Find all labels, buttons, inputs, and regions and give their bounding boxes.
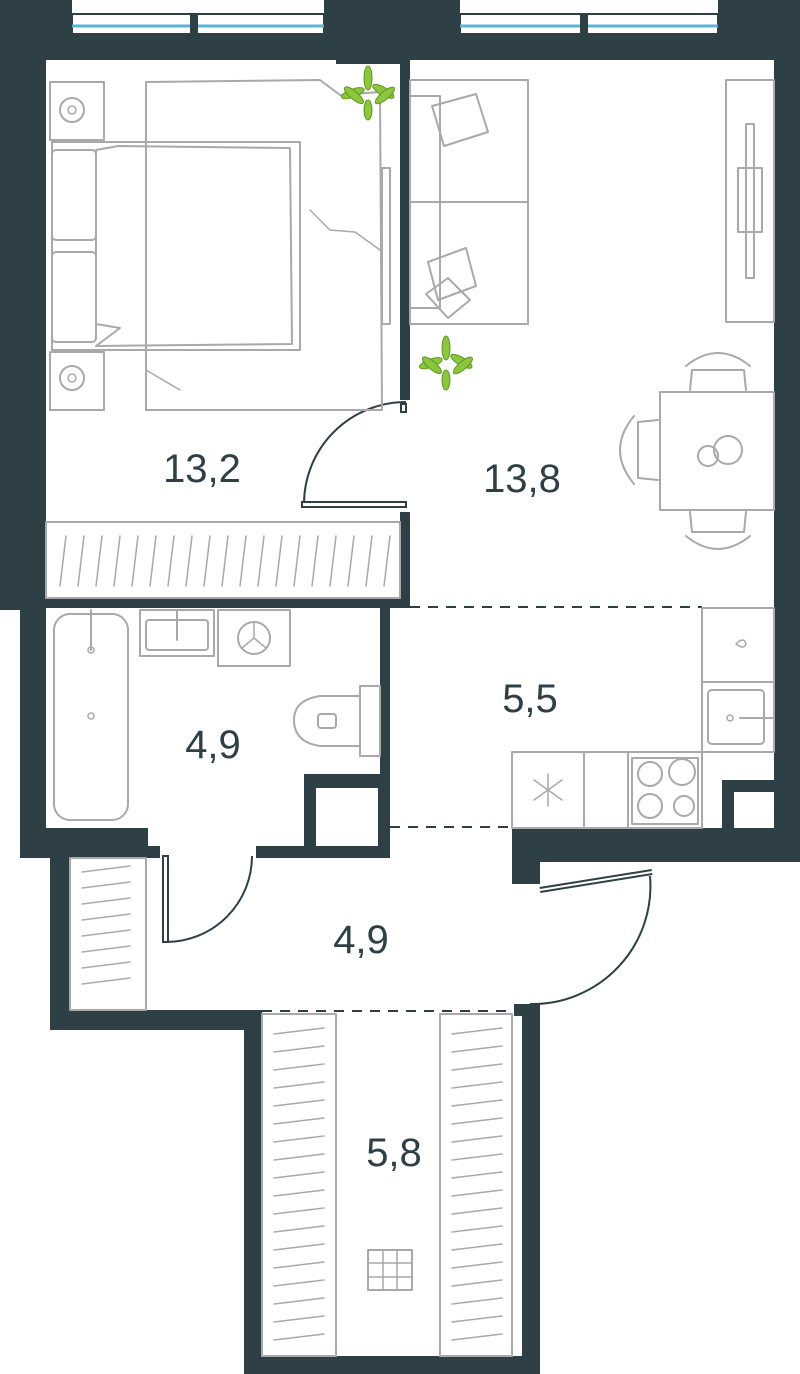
bathroom-door (162, 855, 253, 943)
living-furniture (409, 79, 775, 550)
bedroom-window (71, 13, 325, 35)
bedroom-furniture (45, 79, 401, 599)
plant-icon (418, 335, 473, 391)
corridor-right-wardrobe (439, 1013, 513, 1357)
hallway-area-label: 4,9 (333, 918, 389, 962)
corridor-area-label: 5,8 (366, 1131, 422, 1175)
bathroom-fixtures (53, 609, 381, 821)
entrance-door (529, 869, 653, 1006)
living-room-area-label: 13,8 (483, 457, 561, 501)
bedroom-door (301, 401, 407, 508)
kitchen-fixtures (511, 607, 775, 829)
plant-icon (340, 65, 395, 121)
corridor-left-wardrobe (261, 1013, 337, 1357)
kitchen-area-label: 5,5 (502, 677, 558, 721)
living-window (459, 13, 719, 35)
bathroom-area-label: 4,9 (185, 723, 241, 767)
bedroom-area-label: 13,2 (163, 447, 241, 491)
electrical-panel-icon (367, 1249, 413, 1291)
hallway-wardrobe (69, 857, 147, 1011)
